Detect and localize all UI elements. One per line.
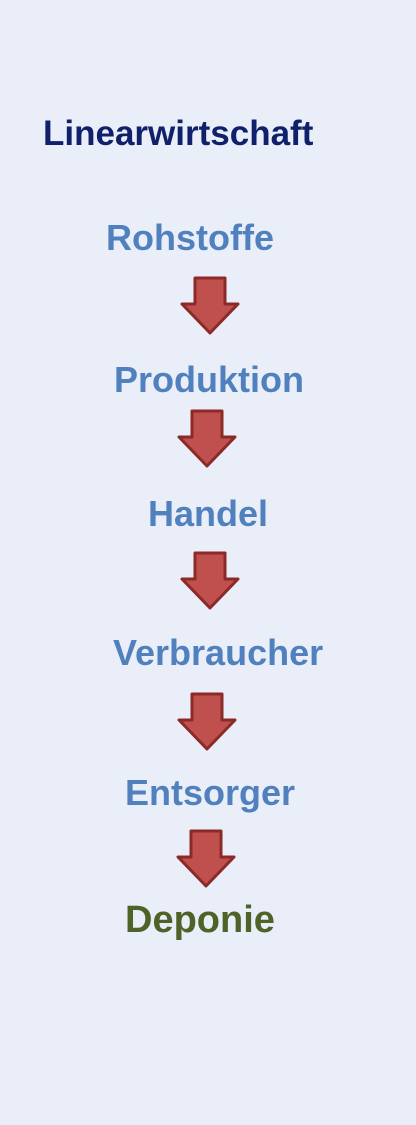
down-arrow-icon <box>176 829 236 888</box>
step-handel: Handel <box>148 493 269 534</box>
step-deponie: Deponie <box>125 899 275 941</box>
step-produktion: Produktion <box>114 359 304 400</box>
down-arrow-icon <box>177 692 237 751</box>
step-entsorger: Entsorger <box>125 772 296 813</box>
step-rohstoffe: Rohstoffe <box>106 217 274 258</box>
down-arrow-icon <box>180 276 240 335</box>
diagram-title: Linearwirtschaft <box>43 114 314 153</box>
down-arrow-icon <box>177 409 237 468</box>
down-arrow-icon <box>180 551 240 610</box>
step-verbraucher: Verbraucher <box>113 632 324 673</box>
